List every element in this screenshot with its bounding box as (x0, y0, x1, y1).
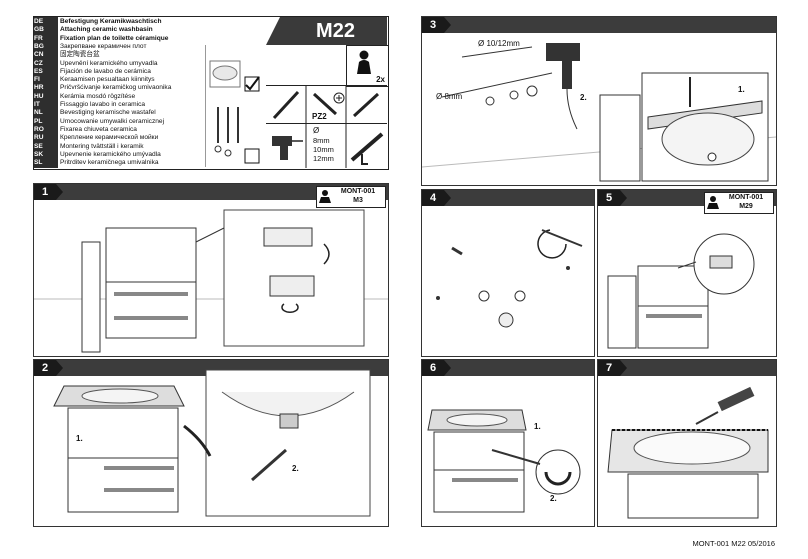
language-title: Fixation plan de toilette céramique (60, 34, 169, 42)
drill-size-2: 10mm (313, 145, 334, 154)
language-code: HU (34, 92, 44, 100)
language-title: Крепление керамической мойки (60, 134, 159, 142)
step-number: 6 (422, 360, 451, 376)
step-number: 3 (422, 17, 451, 33)
model-label: M22 (316, 20, 355, 42)
reference-sub: M3 (353, 197, 363, 204)
step-6-label-1: 1. (534, 422, 541, 431)
drill-diameter-symbol: Ø (313, 126, 320, 135)
step-3-panel: 3 Ø 10/12mm Ø 8mm 2. 1. (421, 16, 777, 186)
reference-sub: M29 (739, 203, 753, 210)
language-title: Upevnění keramického umyvadla (60, 59, 158, 67)
step-3-label-1: 1. (738, 85, 745, 94)
language-code: NL (34, 109, 43, 117)
reference-title: MONT-001 (340, 188, 376, 195)
pencil-icon (272, 90, 300, 120)
language-title: Kerámia mosdó rögzítése (60, 92, 136, 100)
language-code-column (34, 17, 58, 168)
step-1-panel: 1 MONT-001 M3 (33, 183, 389, 357)
language-code: GB (34, 26, 44, 34)
language-code: BG (34, 42, 44, 50)
language-title: Fixarea chiuveta ceramica (60, 125, 137, 133)
dimension-drill-large: Ø 10/12mm (478, 39, 520, 48)
language-title: Attaching ceramic washbasin (60, 26, 153, 34)
language-code: RO (34, 125, 44, 133)
step-number: 4 (422, 190, 451, 206)
language-code: RU (34, 134, 44, 142)
step-number: 5 (598, 190, 627, 206)
person-icon (355, 50, 371, 74)
parts-illustration (209, 60, 260, 164)
language-title: Keraamisen pesualtaan kiinnitys (60, 76, 155, 84)
dimension-drill-small: Ø 8mm (436, 92, 463, 101)
step-3-illustration (422, 43, 776, 182)
document-footer: MONT-001 M22 05/2016 (692, 539, 775, 548)
language-title: Upevnenie keramického umývadla (60, 150, 161, 158)
reference-box: MONT-001 M3 (316, 186, 386, 208)
screwdriver-icon (312, 92, 345, 116)
step-number: 2 (34, 360, 63, 376)
step-7-panel: 7 (597, 359, 777, 527)
language-code: IT (34, 101, 40, 108)
persons-box: 2x (346, 45, 389, 87)
reference-title: MONT-001 (728, 194, 764, 201)
step-4-illustration (436, 229, 583, 328)
step-7-illustration (607, 386, 769, 519)
silicone-gun-icon (350, 132, 384, 165)
step-3-label-2: 2. (580, 93, 587, 102)
step-6-panel: 6 1. 2. (421, 359, 595, 527)
tools-row-1: PZ2 (266, 85, 387, 124)
step-6-label-2: 2. (550, 494, 557, 503)
step-1-illustration (34, 209, 388, 353)
tools-row-2: Ø 8mm 10mm 12mm (266, 123, 387, 168)
step-number: 1 (34, 184, 63, 200)
language-code: ES (34, 67, 43, 75)
language-title: Bevestiging keramische wastafel (60, 109, 156, 117)
reference-box: MONT-001 M29 (704, 192, 774, 214)
language-code: PL (34, 117, 43, 125)
language-title: Umocowanie umywalki ceramicznej (60, 117, 165, 125)
screwdriver-size: PZ2 (312, 112, 327, 121)
step-number: 7 (598, 360, 627, 376)
step-2-illustration (53, 369, 371, 517)
language-title: Закрепване керамичен плот (60, 42, 147, 50)
language-title: Montering tvättställ i keramik (60, 142, 144, 150)
step-2-label-1: 1. (76, 434, 83, 443)
language-title: Befestigung Keramikwaschtisch (60, 18, 162, 25)
step-4-panel: 4 (421, 189, 595, 357)
language-code: DE (34, 18, 44, 25)
language-title: Fijación de lavabo de cerámica (60, 67, 151, 75)
drill-size-3: 12mm (313, 154, 334, 163)
step-6-illustration (427, 409, 581, 513)
language-code: SK (34, 150, 44, 158)
persons-count: 2x (376, 75, 385, 84)
language-code: SE (34, 142, 43, 150)
header-block: M22 2x PZ2 (33, 16, 389, 170)
language-code: CN (34, 51, 44, 59)
step-5-panel: 5 MONT-001 M29 (597, 189, 777, 357)
step-5-illustration (607, 233, 755, 349)
language-code: SL (34, 159, 43, 167)
language-code: HR (34, 84, 44, 92)
language-code: FR (34, 34, 43, 42)
language-title: Pritrditev keramičnega umivalnika (60, 159, 159, 167)
language-code: FI (34, 76, 40, 84)
language-title: Pričvršćivanje keramičkog umivaonika (60, 84, 172, 92)
step-2-label-2: 2. (292, 464, 299, 473)
wrench-icon (352, 92, 380, 118)
model-box: M22 (266, 17, 387, 45)
language-title: 固定陶瓷台盆 (60, 51, 100, 59)
step-2-panel: 2 1. 2. (33, 359, 389, 527)
language-code: CZ (34, 59, 43, 67)
drill-size-1: 8mm (313, 136, 330, 145)
language-title: Fissaggio lavabo in ceramica (60, 101, 146, 108)
parts-box (205, 45, 264, 167)
drill-icon (272, 136, 303, 160)
